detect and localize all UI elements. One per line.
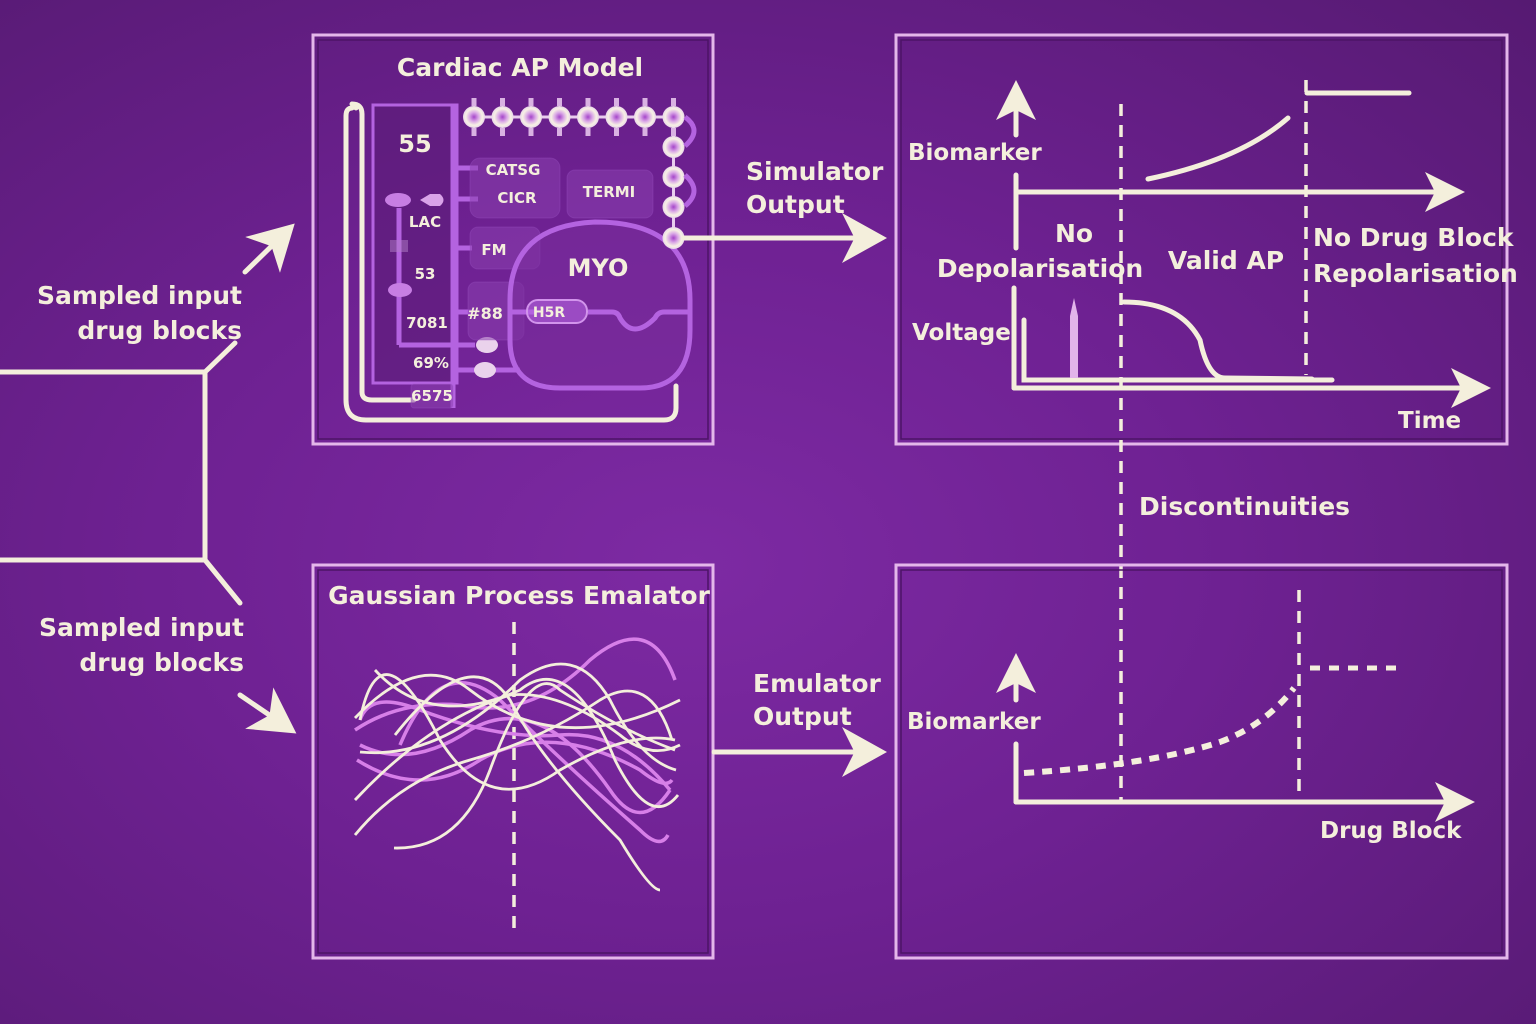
bottom-input-label-line1: Sampled input xyxy=(39,613,244,642)
module-cicr: CICR xyxy=(497,189,537,207)
emulator-biomarker-axis-label: Biomarker xyxy=(907,709,1041,735)
simulator-output-label-line1: Simulator xyxy=(746,157,884,186)
bead-tick xyxy=(471,128,477,136)
module-catsg: CATSG xyxy=(486,161,541,179)
inner-loop xyxy=(349,101,417,403)
bead xyxy=(662,136,685,158)
region-no-depolarisation-line2: Depolarisation xyxy=(937,254,1143,283)
bead-tick xyxy=(500,98,505,106)
bead-chain xyxy=(463,98,685,249)
simulator-output-panel: Biomarker Voltage Time No Depolarisation… xyxy=(894,33,1518,446)
input-bracket xyxy=(0,340,243,606)
bead xyxy=(662,196,685,218)
bead xyxy=(548,106,571,128)
region-no-drug-block-line1: No Drug Block xyxy=(1313,223,1515,252)
column-node xyxy=(385,193,411,207)
column-node xyxy=(476,337,498,353)
module-fm: FM xyxy=(481,241,506,259)
bead-tick xyxy=(614,98,619,106)
module-88: #88 xyxy=(467,304,503,323)
biomarker-curve xyxy=(1145,115,1291,182)
bead xyxy=(662,106,685,128)
myo-compartment xyxy=(507,219,693,391)
outer-loop xyxy=(343,105,679,423)
arrow-to-gp-emulator xyxy=(237,687,297,734)
time-axis-label: Time xyxy=(1398,408,1461,434)
emulator-output-label-line1: Emulator xyxy=(753,669,881,698)
bead xyxy=(491,106,514,128)
bead-tick xyxy=(557,98,562,106)
emulator-output-label-line2: Output xyxy=(753,702,852,731)
module-termi: TERMI xyxy=(583,183,636,201)
bead xyxy=(577,106,599,128)
bead xyxy=(662,166,685,188)
gp-sample-path-cream xyxy=(393,675,661,892)
simulator-output-label-line2: Output xyxy=(746,190,845,219)
column-label-6575: 6575 xyxy=(411,387,453,405)
gp-emulator-title: Gaussian Process Emalator xyxy=(328,581,711,610)
column-node xyxy=(420,194,444,206)
channel-h5r xyxy=(526,299,588,324)
myo-label: MYO xyxy=(568,254,629,282)
gp-sample-paths xyxy=(353,637,681,892)
gp-emulator-panel: Gaussian Process Emalator xyxy=(311,563,715,960)
bead xyxy=(463,106,485,128)
drug-block-axis-label: Drug Block xyxy=(1320,818,1462,844)
column-label-7081: 7081 xyxy=(406,314,448,332)
bead-tick xyxy=(500,128,505,136)
column-node xyxy=(474,362,496,378)
cardiac-model-panel: Cardiac AP Model 55 LAC 53 7081 69% 6575… xyxy=(311,33,715,446)
bead-tick xyxy=(528,98,534,106)
region-valid-ap: Valid AP xyxy=(1168,246,1284,275)
bottom-input-label-line2: drug blocks xyxy=(79,648,244,677)
bead-tick xyxy=(528,128,534,136)
gp-sample-path-pink xyxy=(358,700,672,792)
bead-tick xyxy=(585,128,591,136)
column-node xyxy=(388,283,412,297)
column-label-53: 53 xyxy=(415,265,436,283)
action-potential-curve xyxy=(1121,299,1315,382)
bead-tick xyxy=(671,98,676,106)
top-input-label-line1: Sampled input xyxy=(37,281,242,310)
region-no-depolarisation-line1: No xyxy=(1055,219,1093,248)
bead-tick xyxy=(642,98,648,106)
column-label-69pct: 69% xyxy=(413,354,449,372)
bead xyxy=(520,106,542,128)
column-label-lac: LAC xyxy=(409,213,441,231)
bead-tick xyxy=(614,128,619,136)
failed-spike xyxy=(1070,298,1078,378)
bead-tick xyxy=(557,128,562,136)
bead-tick xyxy=(471,98,477,106)
gp-sample-path-pink xyxy=(356,740,674,786)
bead xyxy=(634,106,656,128)
gp-sample-path-cream xyxy=(359,662,677,772)
gp-sample-path-cream xyxy=(373,669,680,808)
bead xyxy=(605,106,628,128)
arrow-to-cardiac-model xyxy=(242,223,295,275)
cardiac-model-title: Cardiac AP Model xyxy=(397,53,643,82)
bead-tick xyxy=(671,128,676,136)
discontinuities-label: Discontinuities xyxy=(1139,492,1350,521)
bead xyxy=(662,227,685,249)
gp-sample-path-cream xyxy=(358,673,676,791)
bead-tick xyxy=(642,128,648,136)
state-column xyxy=(371,103,459,385)
emulator-output-panel: Biomarker Drug Block xyxy=(894,563,1509,960)
emulator-prediction-curve xyxy=(1023,686,1297,776)
top-input-label-line2: drug blocks xyxy=(77,316,242,345)
region-repolarisation-line2: Repolarisation xyxy=(1313,259,1518,288)
channel-h5r-label: H5R xyxy=(533,305,565,321)
voltage-axis-label: Voltage xyxy=(912,320,1011,346)
gp-sample-path-pink xyxy=(354,637,677,732)
column-square xyxy=(390,240,408,252)
biomarker-axis-label-top: Biomarker xyxy=(908,140,1042,166)
column-label-55: 55 xyxy=(398,130,431,158)
gp-sample-path-cream xyxy=(393,682,676,850)
bead-tick xyxy=(585,98,591,106)
